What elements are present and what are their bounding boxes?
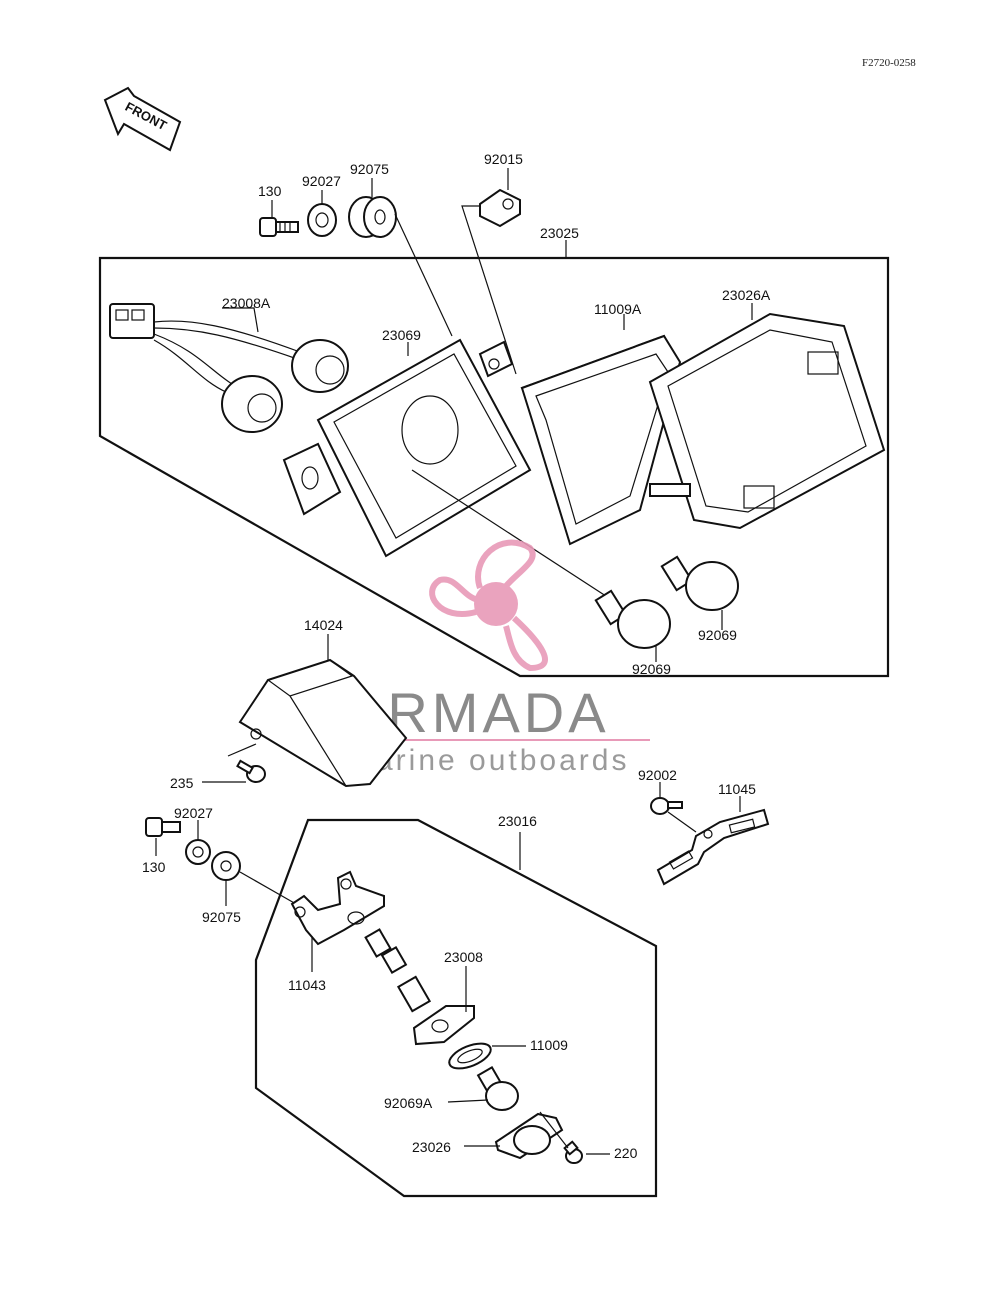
- bracket-11043-icon: [290, 870, 385, 946]
- bulb-92069A-icon: [476, 1065, 519, 1111]
- part-label-235: 235: [170, 775, 194, 791]
- leader-92075-to-housing: [394, 213, 453, 337]
- grommet-92075-icon: [348, 196, 397, 238]
- part-label-92075-top: 92075: [350, 161, 389, 177]
- lamp-housing-23069-icon: [282, 338, 532, 558]
- leader-92015-to-housing: [461, 205, 517, 375]
- bulb-92069-right-icon: [660, 555, 739, 611]
- gasket-11009-icon: [448, 1042, 492, 1070]
- part-label-11009A: 11009A: [594, 301, 642, 317]
- part-label-23008A: 23008A: [222, 295, 271, 311]
- leader-92075-to-bracket: [239, 871, 297, 905]
- leader-235-to-cover: [227, 743, 257, 757]
- part-label-92002: 92002: [638, 767, 677, 783]
- wiring-harness-23008A-icon: [109, 303, 349, 433]
- leader-housing-to-bulb: [411, 469, 613, 601]
- washer-92027-bottom-icon: [185, 839, 211, 865]
- cover-14024-icon: [238, 658, 408, 788]
- screw-235-icon: [236, 759, 266, 783]
- bolt-130-icon: [259, 217, 299, 237]
- part-label-92069-right: 92069: [698, 627, 737, 643]
- part-label-11045: 11045: [718, 781, 756, 797]
- part-label-92027-bottom: 92027: [174, 805, 213, 821]
- part-label-23025: 23025: [540, 225, 579, 241]
- part-label-92015: 92015: [484, 151, 523, 167]
- leader-23008A: [222, 307, 259, 333]
- part-label-11009: 11009: [530, 1037, 568, 1053]
- part-label-92069-center: 92069: [632, 661, 671, 677]
- bolt-92002-icon: [650, 797, 683, 815]
- armada-logo-icon: [429, 539, 548, 672]
- part-label-92027-top: 92027: [302, 173, 341, 189]
- grommet-92075-bottom-icon: [211, 851, 241, 881]
- lens-23026A-icon: [648, 312, 886, 530]
- part-label-220: 220: [614, 1145, 638, 1161]
- washer-92027-icon: [307, 203, 337, 237]
- part-label-23069: 23069: [382, 327, 421, 343]
- nut-92015-icon: [479, 188, 521, 228]
- bulb-92069-center-icon: [594, 589, 671, 649]
- part-label-92075-bottom: 92075: [202, 909, 241, 925]
- bolt-130-bottom-icon: [145, 817, 181, 837]
- screw-220-icon: [563, 1140, 583, 1164]
- socket-23008-icon: [364, 928, 475, 1046]
- bracket-11045-icon: [656, 808, 770, 886]
- part-label-23026: 23026: [412, 1139, 451, 1155]
- part-label-130-top: 130: [258, 183, 282, 199]
- gasket-11009A-icon: [520, 334, 684, 546]
- leader-92069A: [447, 1099, 489, 1103]
- leader-220-to-lens: [539, 1111, 569, 1149]
- part-label-14024: 14024: [304, 617, 343, 633]
- part-label-23016: 23016: [498, 813, 537, 829]
- leader-92002-to-bracket: [667, 811, 697, 833]
- diagram-code: F2720-0258: [862, 57, 916, 69]
- tail-lamp-assembly-frame: [98, 256, 890, 678]
- part-label-92069A: 92069A: [384, 1095, 433, 1111]
- part-label-130-bottom: 130: [142, 859, 166, 875]
- part-label-23008: 23008: [444, 949, 483, 965]
- front-arrow-icon: FRONT: [103, 86, 182, 152]
- lens-23026-icon: [494, 1112, 564, 1160]
- part-label-11043: 11043: [288, 977, 326, 993]
- license-lamp-assembly-frame: [254, 818, 658, 1198]
- part-label-23026A: 23026A: [722, 287, 771, 303]
